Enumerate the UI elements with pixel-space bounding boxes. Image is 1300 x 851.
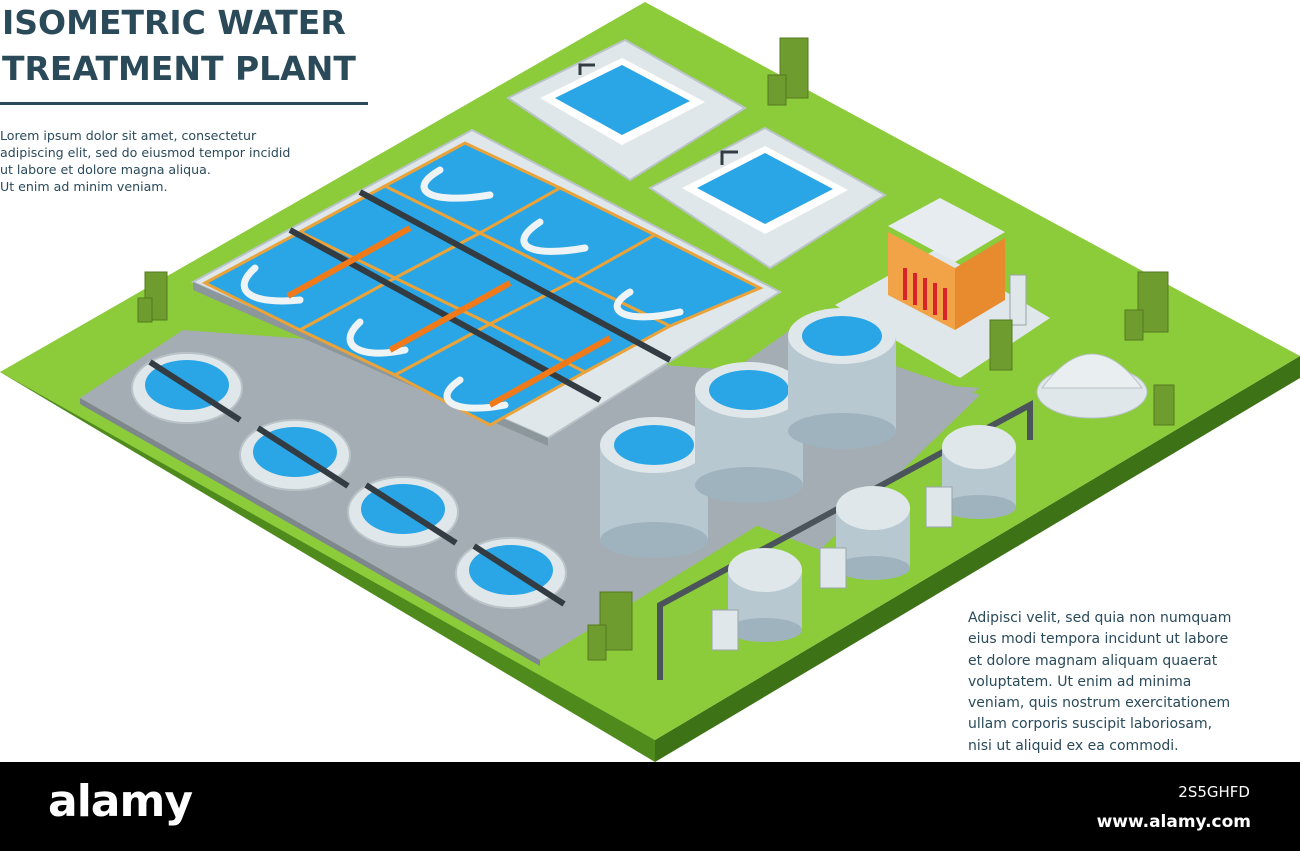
title-underline <box>0 102 368 105</box>
outro-line: eius modi tempora incidunt ut labore <box>968 631 1229 648</box>
outro-paragraph: Adipisci velit, sed quia non numquam eiu… <box>968 608 1300 757</box>
settling-pool-1 <box>506 38 747 182</box>
alamy-logo[interactable]: alamy <box>48 776 193 827</box>
clarifiers <box>131 352 567 609</box>
intro-paragraph: Lorem ipsum dolor sit amet, consectetur … <box>0 127 330 195</box>
chemical-tanks <box>657 399 1033 680</box>
outro-line: voluptatem. Ut enim ad minima <box>968 673 1192 690</box>
concrete-pad-edge <box>80 398 540 666</box>
image-id: 2S5GHFD <box>1178 783 1250 801</box>
settling-pool-2 <box>648 126 887 270</box>
outro-line: et dolore magnam aliquam quaerat <box>968 652 1218 669</box>
outro-line: veniam, quis nostrum exercitationem <box>968 695 1231 712</box>
ground-side-left <box>0 368 655 762</box>
stock-footer-bar: alamy 2S5GHFD www.alamy.com <box>0 762 1300 851</box>
basin-pipes <box>240 166 684 412</box>
intro-line: adipiscing elit, sed do eiusmod tempor i… <box>0 145 291 160</box>
ground-side-right <box>655 356 1300 762</box>
basin-orange-beams <box>286 225 612 408</box>
water-treatment-plant-illustration <box>0 2 1300 762</box>
title-line-1: ISOMETRIC WATER <box>2 3 346 42</box>
intro-line: Ut enim ad minim veniam. <box>0 179 168 194</box>
page-title: ISOMETRIC WATER TREATMENT PLANT <box>2 0 372 92</box>
outro-line: ullam corporis suscipit laboriosam, <box>968 716 1213 733</box>
outro-line: Adipisci velit, sed quia non numquam <box>968 610 1232 626</box>
title-line-2: TREATMENT PLANT <box>2 49 356 88</box>
intro-line: Lorem ipsum dolor sit amet, consectetur <box>0 128 257 143</box>
storage-tanks <box>600 308 896 558</box>
site-link[interactable]: www.alamy.com <box>1096 812 1251 832</box>
dome-tank <box>1036 353 1148 419</box>
intro-line: ut labore et dolore magna aliqua. <box>0 162 211 177</box>
trees <box>137 37 1175 661</box>
outro-line: nisi ut aliquid ex ea commodi. <box>968 737 1179 754</box>
